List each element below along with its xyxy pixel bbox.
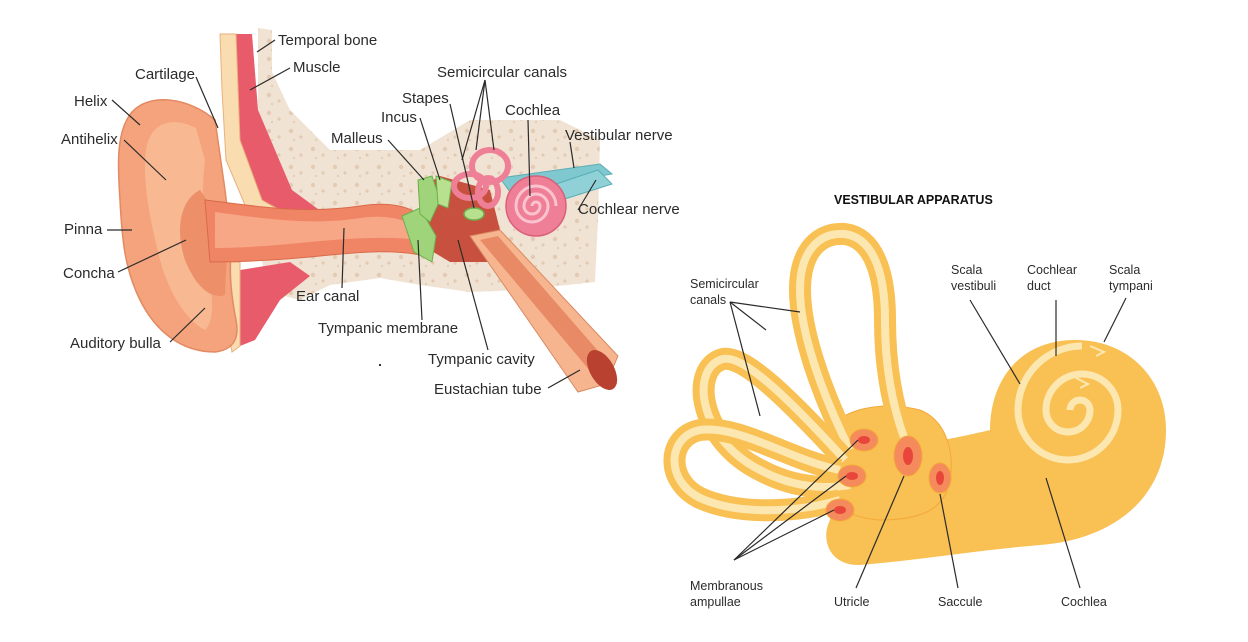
label-eustachian-tube: Eustachian tube <box>434 381 542 398</box>
vestibular-cochlea-spiral <box>1014 342 1122 464</box>
label-ear-canal: Ear canal <box>296 288 359 305</box>
muscle-region <box>234 34 322 220</box>
label-saccule: Saccule <box>938 595 983 609</box>
malleus-shape <box>417 175 441 223</box>
label-antihelix: Antihelix <box>61 131 118 148</box>
vestibular-title: VESTIBULAR APPARATUS <box>834 193 993 207</box>
label-cochlea: Cochlea <box>505 102 561 119</box>
tympanic-membrane-shape <box>401 207 437 263</box>
label-incus: Incus <box>381 109 417 126</box>
ear-cross-section <box>117 28 619 393</box>
ear-labels: Temporal bone Muscle Cartilage Helix Ant… <box>61 32 680 398</box>
label-cartilage: Cartilage <box>135 66 195 83</box>
utricle-shape <box>893 435 923 477</box>
stapes-shape <box>463 207 485 221</box>
label-semicircular-2: canals <box>690 293 726 307</box>
label-pinna: Pinna <box>64 221 103 238</box>
ear-leader-lines <box>107 39 597 389</box>
label-cochlear-duct-2: duct <box>1027 279 1051 293</box>
label-cochlear-nerve: Cochlear nerve <box>578 201 680 218</box>
label-cochlea-right: Cochlea <box>1061 595 1107 609</box>
label-cochlear-duct-1: Cochlear <box>1027 263 1077 277</box>
label-tympanic-cavity: Tympanic cavity <box>428 351 535 368</box>
label-scala-vestibuli-2: vestibuli <box>951 279 996 293</box>
label-membranous-2: ampullae <box>690 595 741 609</box>
scala-tympani-arrow <box>1089 345 1107 357</box>
label-tympanic-membrane: Tympanic membrane <box>318 320 458 337</box>
label-scala-vestibuli-1: Scala <box>951 263 982 277</box>
label-auditory-bulla: Auditory bulla <box>70 335 162 352</box>
label-malleus: Malleus <box>331 130 383 147</box>
label-stapes: Stapes <box>402 90 449 107</box>
saccule-shape <box>928 462 952 494</box>
vestibular-apparatus <box>663 222 1166 566</box>
membranous-ampullae-shapes <box>825 428 879 522</box>
label-muscle: Muscle <box>293 59 341 76</box>
label-vestibular-nerve: Vestibular nerve <box>565 127 673 144</box>
eustachian-tube-inner <box>480 236 606 378</box>
scala-vestibuli-arrow <box>1075 377 1091 389</box>
vestibular-labels: Semicircular canals Scala vestibuli Coch… <box>690 263 1153 609</box>
lower-muscle-region <box>240 262 310 346</box>
eustachian-tube-opening <box>586 350 618 390</box>
ear-canal-highlight <box>215 212 420 248</box>
label-temporal-bone: Temporal bone <box>278 32 377 49</box>
vestibular-leader-lines <box>729 297 1127 589</box>
label-semicircular-canals: Semicircular canals <box>437 64 567 81</box>
vestibular-semicircular-canals <box>663 222 916 522</box>
label-utricle: Utricle <box>834 595 869 609</box>
cochlea-shape <box>505 175 567 237</box>
label-helix: Helix <box>74 93 108 110</box>
semicircular-canals-shape <box>451 147 511 209</box>
incus-shape <box>435 175 453 209</box>
label-concha: Concha <box>63 265 115 282</box>
label-scala-tympani-2: tympani <box>1109 279 1153 293</box>
dot-mark <box>379 364 381 366</box>
label-scala-tympani-1: Scala <box>1109 263 1140 277</box>
label-membranous-1: Membranous <box>690 579 763 593</box>
label-semicircular-1: Semicircular <box>690 277 759 291</box>
